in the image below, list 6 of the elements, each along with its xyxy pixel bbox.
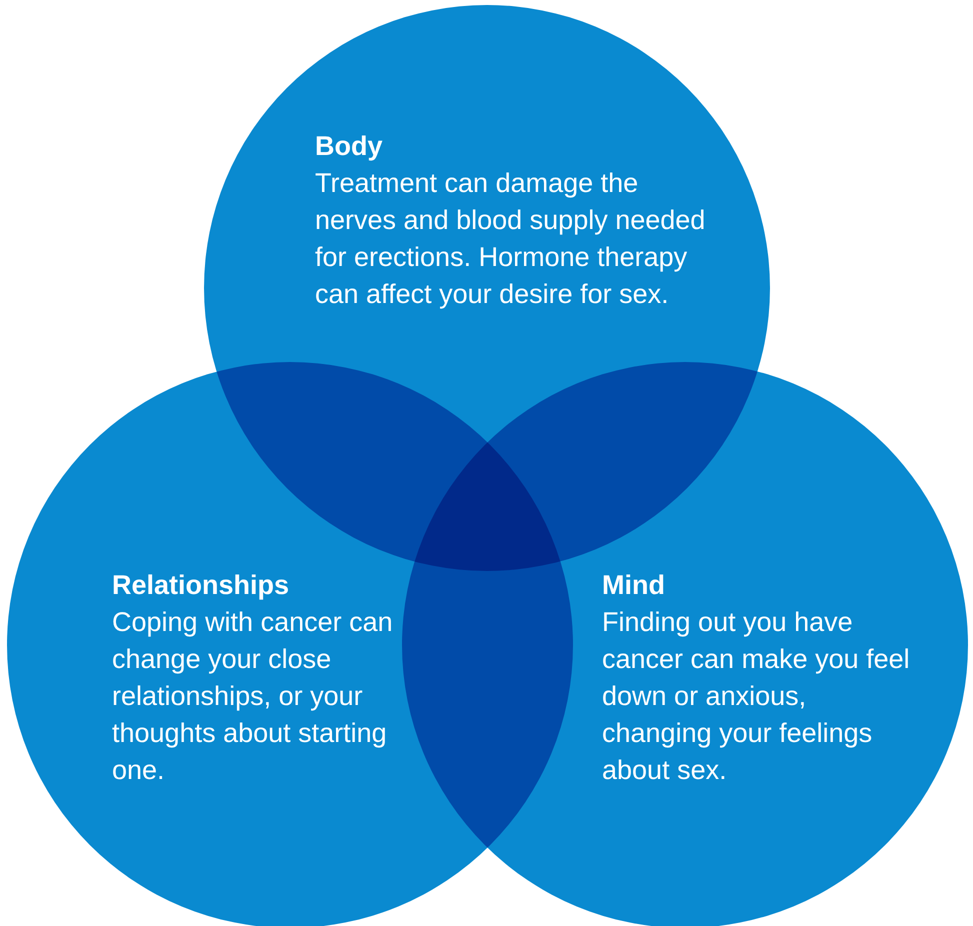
circle-text: Finding out you have cancer can make you feel down or anxious, changing your feelings about sex. [602,606,911,787]
circle-text: Coping with cancer can change your close relationships, or your thoughts about starting one. [112,606,394,787]
circle-heading: Relationships [112,569,290,602]
circle-text: Treatment can damage the nerves and blood supply needed for erections. Hormone therapy can affect your desire for sex. [315,167,706,311]
circle-heading: Body [315,130,384,163]
circle-heading: Mind [602,569,666,602]
